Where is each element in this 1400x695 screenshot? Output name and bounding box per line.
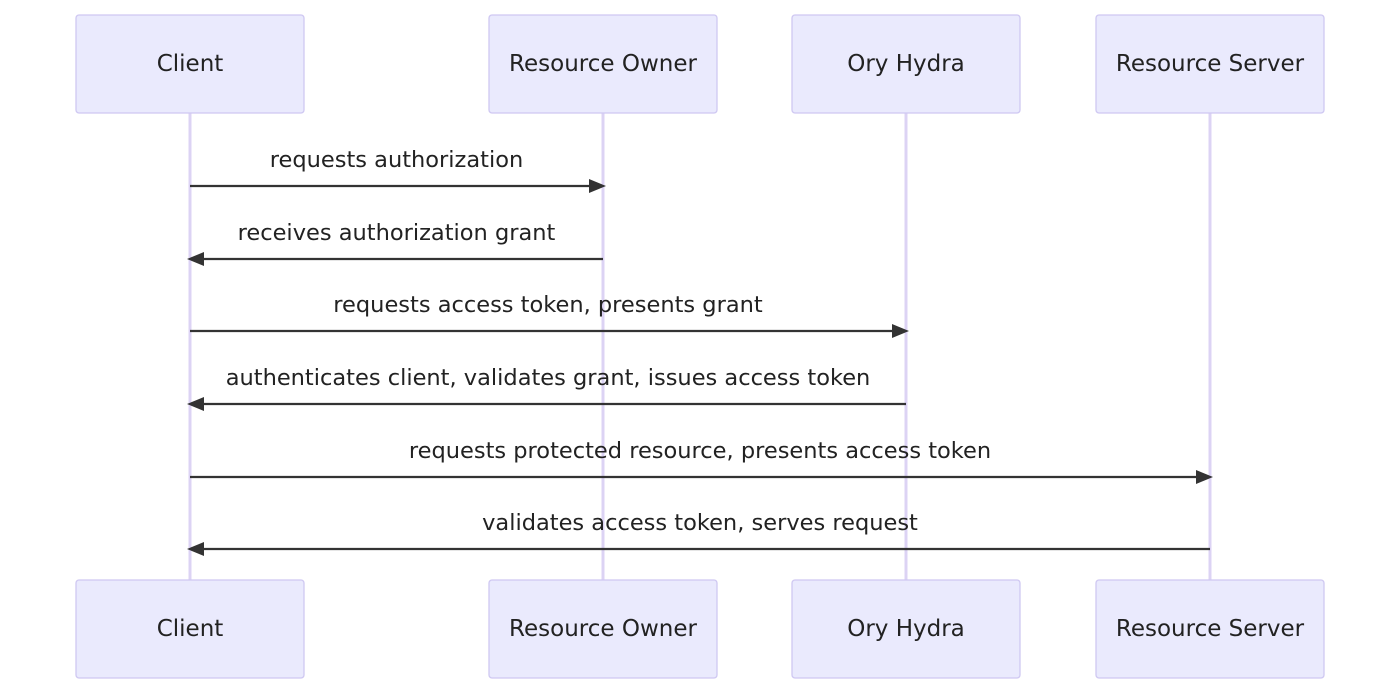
participant-label: Ory Hydra: [847, 616, 965, 642]
participant-label: Client: [157, 616, 224, 642]
participant-label: Resource Owner: [509, 616, 697, 642]
participant-box: [75, 579, 305, 679]
message-4: authenticates client, validates grant, i…: [187, 365, 906, 411]
participant-ory-hydra-bottom: Ory Hydra: [791, 579, 1021, 679]
participant-label: Resource Server: [1116, 616, 1305, 642]
participant-box: [488, 579, 718, 679]
arrowhead-icon: [187, 542, 204, 556]
message-5: requests protected resource, presents ac…: [190, 438, 1213, 484]
message-3: requests access token, presents grant: [190, 292, 909, 338]
participant-resource-owner-top: Resource Owner: [488, 14, 718, 114]
actors-bottom: Client Resource Owner Ory Hydra Resource Se…: [75, 579, 1325, 679]
participant-ory-hydra-top: Ory Hydra: [791, 14, 1021, 114]
participant-box: [488, 14, 718, 114]
message-label: requests access token, presents grant: [333, 292, 763, 318]
participant-resource-server-bottom: Resource Server: [1095, 579, 1325, 679]
message-label: requests protected resource, presents ac…: [409, 438, 991, 464]
participant-client-top: Client: [75, 14, 305, 114]
lifelines: [188, 113, 1212, 580]
arrowhead-icon: [1196, 470, 1213, 484]
participant-box: [1095, 579, 1325, 679]
arrowhead-icon: [892, 324, 909, 338]
arrowhead-icon: [187, 397, 204, 411]
actors-top: Client Resource Owner Ory Hydra Resource Se…: [75, 14, 1325, 114]
participant-label: Client: [157, 51, 224, 77]
participant-resource-owner-bottom: Resource Owner: [488, 579, 718, 679]
message-1: requests authorization: [190, 147, 606, 193]
message-6: validates access token, serves request: [187, 510, 1210, 556]
messages: requests authorization receives authoriza…: [187, 147, 1213, 556]
message-label: requests authorization: [270, 147, 524, 173]
participant-label: Resource Owner: [509, 51, 697, 77]
participant-resource-server-top: Resource Server: [1095, 14, 1325, 114]
participant-box: [1095, 14, 1325, 114]
message-label: validates access token, serves request: [482, 510, 918, 536]
participant-label: Ory Hydra: [847, 51, 965, 77]
participant-label: Resource Server: [1116, 51, 1305, 77]
message-label: receives authorization grant: [238, 220, 556, 246]
arrowhead-icon: [589, 179, 606, 193]
participant-box: [791, 579, 1021, 679]
message-2: receives authorization grant: [187, 220, 603, 266]
participant-box: [75, 14, 305, 114]
message-label: authenticates client, validates grant, i…: [226, 365, 871, 391]
arrowhead-icon: [187, 252, 204, 266]
participant-client-bottom: Client: [75, 579, 305, 679]
participant-box: [791, 14, 1021, 114]
